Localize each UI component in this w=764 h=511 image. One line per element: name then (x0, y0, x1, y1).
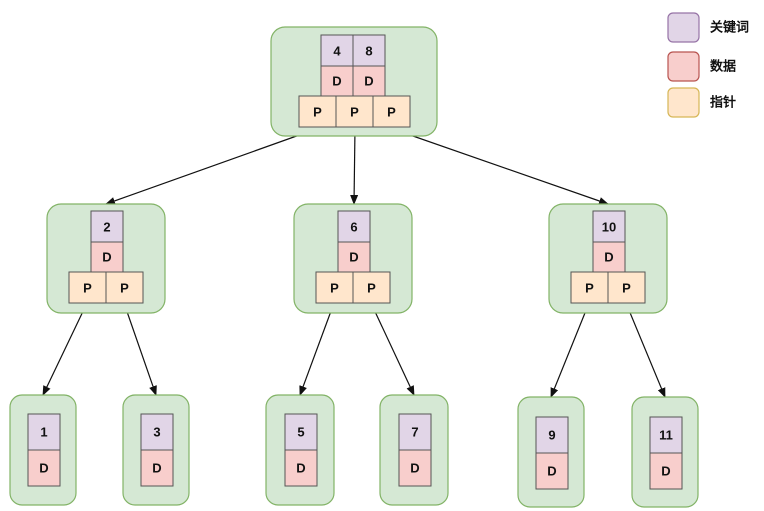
key-label: 5 (297, 425, 304, 440)
key-cell (140, 413, 174, 451)
data-cell (140, 449, 174, 487)
legend-data-label: 数据 (710, 59, 736, 75)
pointer-label: P (120, 281, 129, 296)
edge-2-p1 (42, 302, 88, 396)
leaf-node-5: 5 D (265, 394, 335, 506)
data-label: D (661, 464, 670, 479)
key-label: 2 (103, 220, 110, 235)
key-label: 11 (659, 428, 673, 443)
edge-root-p2 (350, 127, 359, 205)
edge-6-p2 (370, 302, 415, 396)
leaf-node-1: 1 D (9, 394, 77, 506)
pointer-label: P (83, 281, 92, 296)
data-label: D (102, 250, 111, 265)
pointer-label: P (330, 281, 339, 296)
key-cell (592, 210, 626, 243)
key-cell (352, 34, 386, 67)
edges (42, 127, 666, 398)
pointer-label: P (350, 105, 359, 120)
legend-pointer-swatch (667, 87, 700, 118)
data-cell (27, 449, 61, 487)
data-cell (352, 65, 386, 97)
key-cell (90, 210, 124, 243)
key-cell (320, 34, 354, 67)
pointer-cell (298, 95, 337, 128)
key-cell (398, 413, 432, 451)
edge-10-p2 (625, 302, 666, 398)
legend-data-swatch (667, 51, 700, 82)
node-level1-10: 10 D P P (548, 203, 668, 314)
key-label: 3 (153, 425, 160, 440)
pointer-cell (607, 271, 646, 304)
pointer-label: P (622, 281, 631, 296)
node-level1-6: 6 D P P (293, 203, 413, 314)
key-cell (649, 416, 683, 454)
edge-root-p3 (389, 127, 609, 205)
data-label: D (604, 250, 613, 265)
pointer-cell (352, 271, 391, 304)
legend-pointer-label: 指针 (710, 95, 736, 111)
edge-2-p2 (123, 302, 157, 396)
data-label: D (364, 74, 373, 89)
key-cell (535, 416, 569, 454)
key-label: 1 (40, 425, 47, 440)
edge-root-p1 (105, 127, 320, 205)
key-label: 6 (350, 220, 357, 235)
data-cell (284, 449, 318, 487)
pointer-cell (372, 95, 411, 128)
pointer-label: P (367, 281, 376, 296)
legend-key-label: 关键词 (710, 20, 749, 36)
pointer-label: P (585, 281, 594, 296)
leaf-node-11: 11 D (631, 396, 699, 508)
key-cell (337, 210, 371, 243)
pointer-label: P (387, 105, 396, 120)
data-label: D (152, 461, 161, 476)
pointer-cell (335, 95, 374, 128)
key-label: 4 (333, 44, 341, 59)
data-label: D (39, 461, 48, 476)
legend: 关键词 数据 指针 (667, 12, 749, 118)
data-label: D (410, 461, 419, 476)
leaf-node-7: 7 D (379, 394, 449, 506)
data-label: D (349, 250, 358, 265)
key-label: 7 (411, 425, 418, 440)
edge-6-p1 (299, 302, 335, 396)
data-cell (592, 241, 626, 273)
leaf-node-3: 3 D (122, 394, 190, 506)
data-cell (90, 241, 124, 273)
node-root: 4 8 D D P P P (270, 26, 438, 137)
leaf-node-9: 9 D (517, 396, 585, 508)
data-label: D (332, 74, 341, 89)
key-cell (27, 413, 61, 451)
node-level1-2: 2 D P P (46, 203, 166, 314)
data-cell (649, 452, 683, 490)
data-cell (535, 452, 569, 490)
data-cell (398, 449, 432, 487)
key-label: 9 (548, 428, 555, 443)
key-label: 10 (602, 220, 616, 235)
data-label: D (296, 461, 305, 476)
pointer-cell (105, 271, 144, 304)
edge-10-p1 (550, 302, 590, 398)
legend-key-swatch (667, 12, 700, 43)
data-label: D (547, 464, 556, 479)
key-label: 8 (365, 44, 372, 59)
data-cell (337, 241, 371, 273)
pointer-label: P (313, 105, 322, 120)
